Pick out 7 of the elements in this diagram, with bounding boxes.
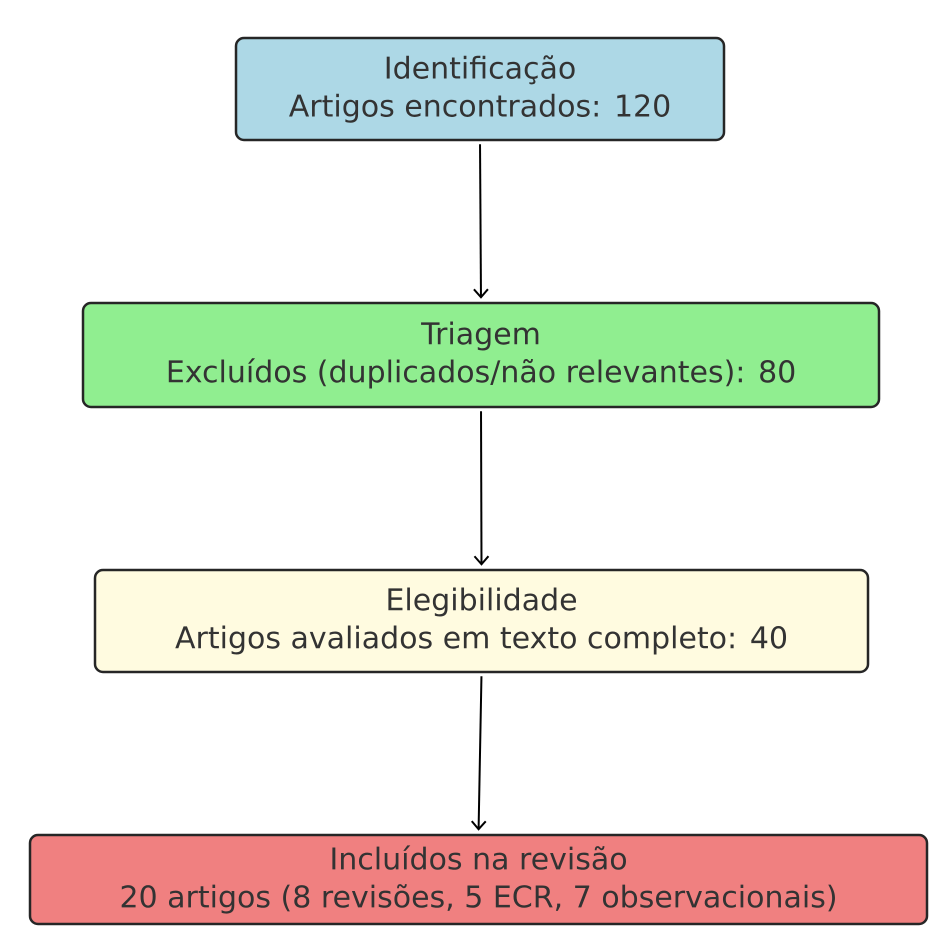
arrow (474, 411, 490, 566)
process-box: Incluídos na revisão 20 artigos (8 revisões, 5 ECR, 7 observacionais) (28, 834, 928, 926)
process-box: Identificação Artigos encontrados: 120 (234, 36, 726, 142)
process-box: Elegibilidade Artigos avaliados em texto completo: 40 (94, 568, 870, 674)
arrow (470, 676, 486, 831)
process-box: Triagem Excluídos (duplicados/não relevantes): 80 (82, 302, 880, 408)
arrow (473, 144, 489, 299)
